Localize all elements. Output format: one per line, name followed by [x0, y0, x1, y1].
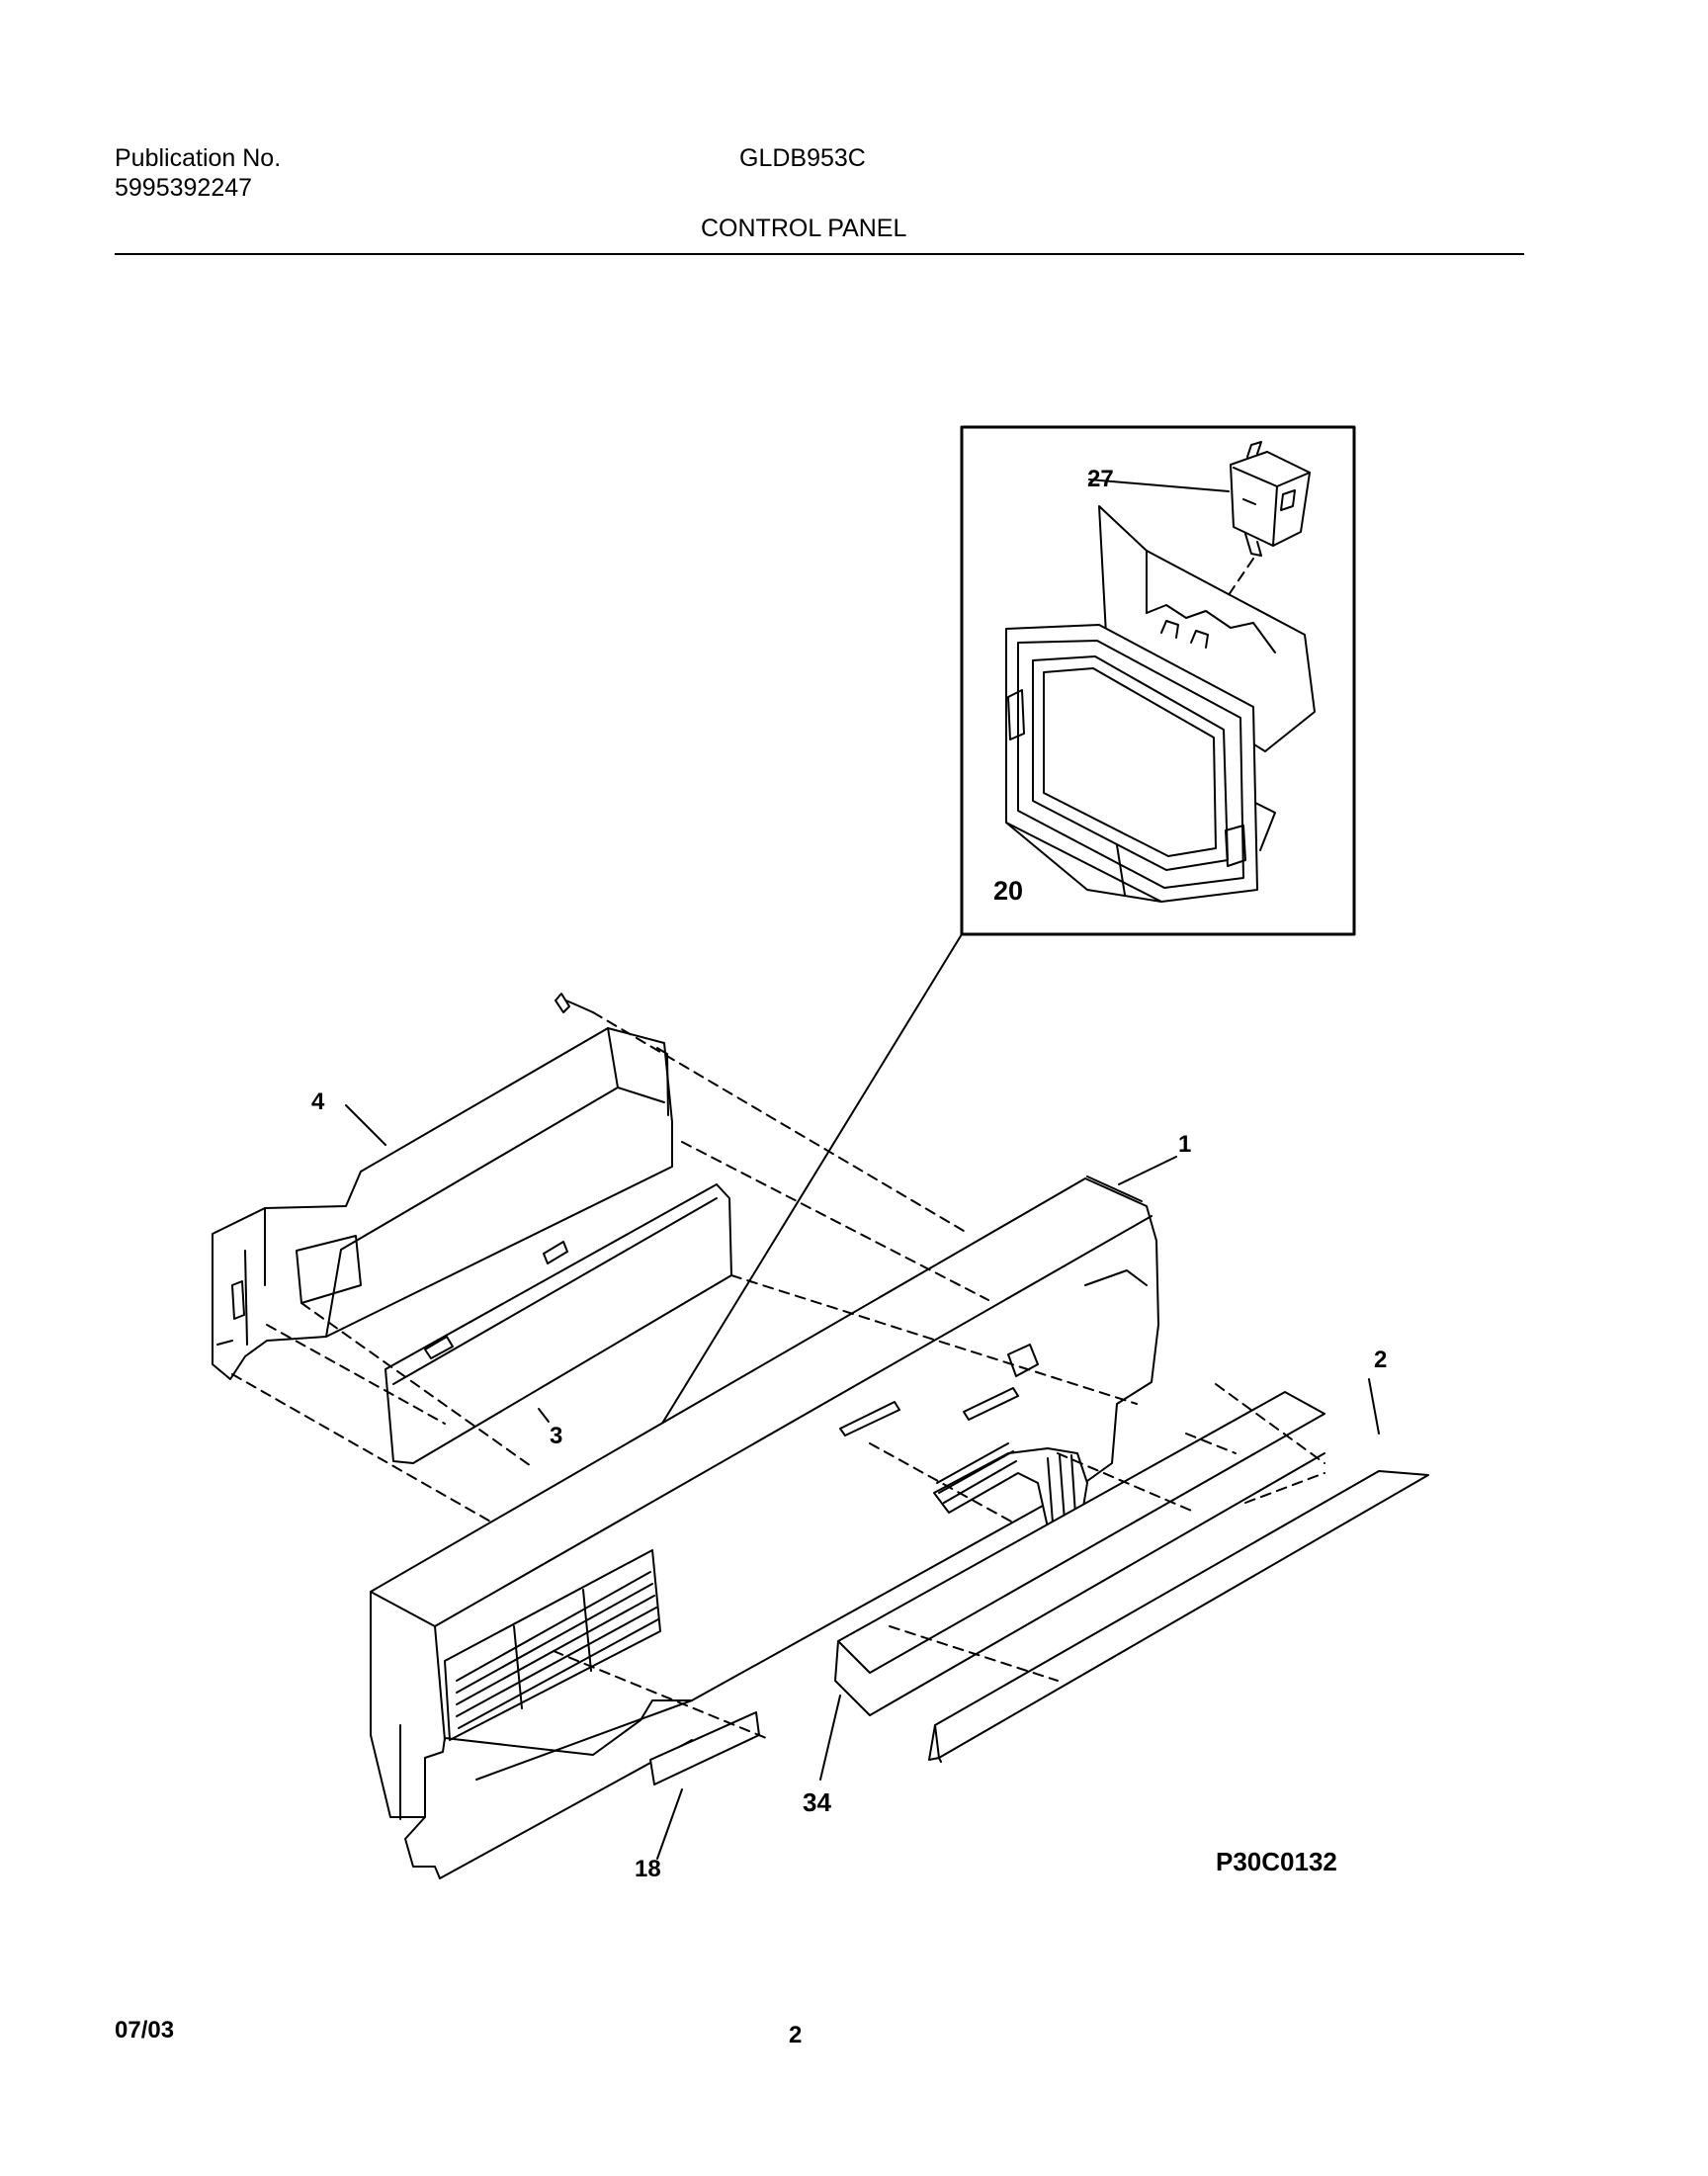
- screw: [555, 993, 594, 1013]
- part-3-control-board: [384, 1183, 732, 1464]
- model-number: GLDB953C: [739, 144, 866, 172]
- part-18-badge: [649, 1711, 760, 1785]
- publication-label: Publication No.: [115, 144, 282, 172]
- part-20-dispenser-housing: [1005, 505, 1316, 903]
- leader-4: [345, 1104, 386, 1146]
- dashed-assembly-guides: [231, 1011, 1325, 1741]
- callout-27: 27: [1087, 466, 1114, 492]
- callout-4: 4: [311, 1088, 325, 1115]
- callout-18: 18: [635, 1856, 661, 1882]
- inset-detail-box: [960, 425, 1356, 936]
- figure-id: P30C0132: [1216, 1847, 1337, 1876]
- leader-34: [819, 1695, 841, 1781]
- page-number: 2: [789, 2022, 803, 2048]
- leader-27: [1088, 479, 1230, 492]
- inset-leader-line: [622, 933, 963, 1489]
- part-34-trim-strip: [834, 1391, 1325, 1716]
- leader-3: [538, 1408, 550, 1423]
- callout-3: 3: [550, 1423, 562, 1449]
- publication-number: 5995392247: [115, 174, 253, 202]
- part-2-trim-strip: [928, 1470, 1429, 1763]
- leader-2: [1368, 1378, 1380, 1435]
- callout-20: 20: [993, 876, 1023, 906]
- section-title: CONTROL PANEL: [701, 215, 907, 242]
- leader-18: [656, 1788, 683, 1860]
- callout-2: 2: [1374, 1347, 1387, 1373]
- part-1-control-panel: [370, 1175, 1159, 1879]
- part-27-switch: [1230, 441, 1311, 557]
- leader-1: [1118, 1156, 1177, 1185]
- callout-34: 34: [803, 1787, 831, 1817]
- header-rule: [115, 253, 1524, 255]
- footer-date: 07/03: [115, 2017, 175, 2044]
- callout-1: 1: [1178, 1131, 1191, 1158]
